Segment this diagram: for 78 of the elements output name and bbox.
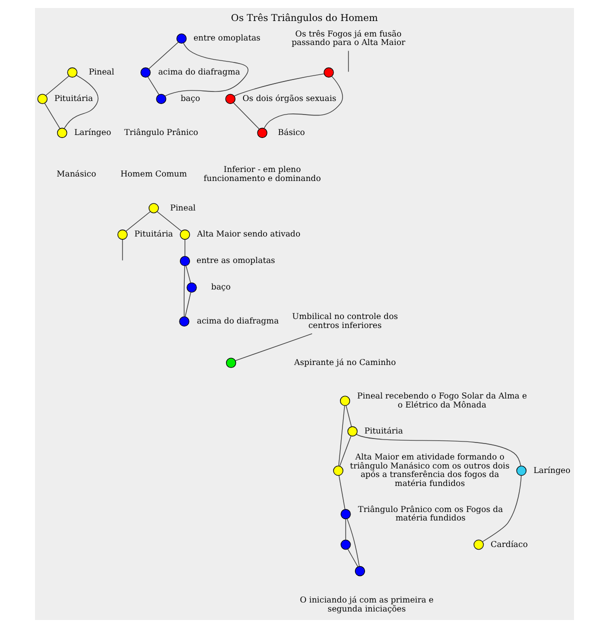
node-circle — [178, 316, 189, 327]
connector — [338, 475, 345, 510]
node-label: baço — [210, 282, 230, 292]
node-label: Laríngeo — [74, 126, 111, 137]
connector — [233, 74, 324, 96]
label: Homem Comum — [120, 168, 186, 178]
connector — [482, 475, 522, 542]
node-label: entre as omoplatas — [196, 255, 275, 266]
node-label: Os dois órgãos sexuais — [242, 93, 336, 104]
node-circle — [339, 396, 350, 406]
node-circle — [473, 540, 484, 550]
connector — [344, 518, 346, 540]
connector — [183, 266, 185, 317]
connector — [125, 211, 150, 232]
node-label: Pituitária — [54, 93, 92, 104]
node-circle — [179, 256, 190, 266]
node-label: Alta Maior sendo ativado — [196, 228, 300, 239]
node-circle — [36, 94, 48, 104]
node-label: Pineal — [88, 66, 114, 77]
node-label: Pituitária — [364, 425, 403, 436]
node-circle — [256, 128, 267, 138]
node-circle — [332, 466, 343, 476]
node-circle — [156, 94, 166, 104]
diagram-title: Os Três Triângulos do Homem — [230, 13, 378, 24]
node-circle — [346, 426, 358, 436]
connector — [234, 333, 312, 362]
connector — [346, 548, 358, 567]
node-circle — [340, 509, 350, 520]
connector — [356, 434, 521, 466]
connector — [156, 211, 182, 232]
connector — [164, 42, 248, 96]
node-text: Umbilical no controle dos centros inferiores — [292, 311, 398, 330]
node-label: Laríngeo — [533, 464, 570, 475]
connector — [338, 436, 351, 466]
connector — [44, 103, 60, 129]
node-label: baço — [180, 93, 200, 104]
connector — [63, 74, 98, 129]
node-circle — [116, 230, 128, 240]
node-circle — [340, 540, 350, 550]
node-label: Pineal recebendo o Fogo Solar da Alma e o Elétrico da Mônada — [356, 390, 526, 410]
label: Triângulo Prânico — [124, 126, 198, 137]
connector — [184, 239, 185, 256]
node-label: Pituitária — [134, 228, 173, 239]
node-label: Básico — [277, 126, 304, 137]
connector — [232, 102, 260, 130]
node-text: Os três Fogos já em fusão passando para o Alta Maior — [291, 28, 405, 48]
node-circle — [56, 128, 67, 138]
node-circle — [176, 33, 186, 44]
connector — [45, 76, 69, 96]
node-label: entre omoplatas — [192, 32, 260, 43]
node-label: Cardíaco — [490, 538, 528, 549]
node-label: Triângulo Prânico com os Fogos da matéria fundidos — [358, 504, 502, 523]
node-circle — [224, 94, 235, 104]
node-label: Alta Maior em atividade formando o triângulo Manásico com os outros dois após a transferência dos fogos da matéria fundidos — [350, 452, 510, 488]
node-label: Pineal — [170, 202, 196, 212]
node-circle — [516, 466, 526, 476]
node-label: acima do diafragma — [158, 66, 240, 77]
node-circle — [140, 67, 150, 78]
connector — [147, 76, 159, 96]
node-circle — [148, 203, 158, 214]
connector — [263, 76, 342, 129]
label: Aspirante já no Caminho — [294, 356, 396, 367]
node-circle — [225, 358, 236, 368]
connector — [148, 42, 178, 70]
connector — [184, 292, 191, 318]
node-circle — [186, 282, 196, 293]
node-circle — [323, 67, 334, 78]
node-label: acima do diafragma — [196, 316, 278, 326]
node-circle — [354, 566, 365, 576]
node-circle — [66, 67, 77, 78]
node-circle — [179, 230, 190, 240]
connector — [338, 405, 344, 466]
connector — [185, 266, 190, 284]
label: Inferior - em pleno funcionamento e dominando — [203, 164, 320, 183]
label: Manásico — [56, 168, 96, 178]
connector — [345, 405, 352, 427]
label: O iniciando já com as primeira e segunda iniciações — [299, 594, 434, 614]
connector — [346, 518, 360, 567]
